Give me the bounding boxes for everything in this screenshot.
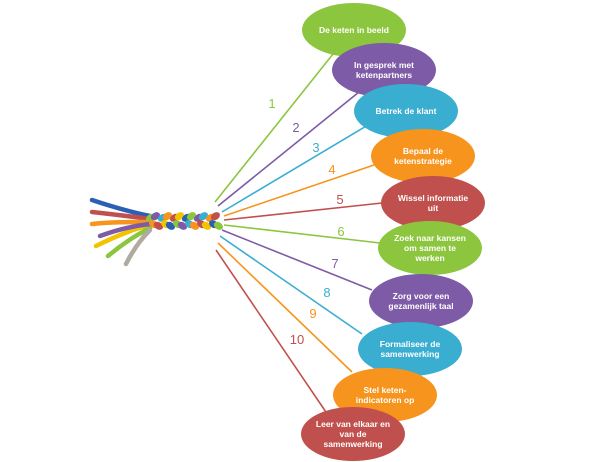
bubble-shape [378, 221, 482, 275]
connector-line-9 [217, 242, 353, 373]
step-label-line: Formaliseer de [380, 339, 441, 349]
connector-line-4 [223, 164, 375, 217]
step-number-1: 1 [268, 96, 275, 111]
rope-braid [198, 212, 209, 221]
bubble-shape [369, 274, 473, 328]
step-label-line: Zorg voor een [393, 291, 450, 301]
rope-strand [89, 209, 153, 222]
bubble-shape [371, 129, 475, 183]
bubble-shape [332, 43, 436, 97]
bubble-shape [381, 176, 485, 230]
rope-braid [150, 212, 161, 221]
step-number-6: 6 [337, 224, 344, 239]
rope-strand [123, 227, 153, 267]
step-label-line: De keten in beeld [319, 25, 389, 35]
step-label-line: uit [428, 203, 439, 213]
rope-braid [174, 212, 185, 221]
braided-rope-icon [89, 197, 224, 267]
connector-line-8 [219, 235, 363, 335]
connector-line-2 [217, 91, 360, 207]
step-number-9: 9 [309, 306, 316, 321]
rope-strand [105, 225, 153, 259]
connector-line-5 [223, 202, 383, 221]
connector-line-6 [223, 224, 381, 244]
connector-line-7 [221, 229, 373, 291]
rope-braid [186, 212, 197, 221]
step-label-line: van de [340, 429, 367, 439]
step-number-10: 10 [290, 332, 304, 347]
step-label-line: Betrek de klant [376, 106, 437, 116]
step-label-line: samenwerking [380, 349, 439, 359]
step-label-line: indicatoren op [356, 395, 415, 405]
step-number-7: 7 [331, 256, 338, 271]
step-number-3: 3 [312, 140, 319, 155]
step-number-5: 5 [336, 192, 343, 207]
rope-braid [189, 221, 200, 230]
step-label-line: Bepaal de [403, 146, 443, 156]
step-label-line: werken [414, 253, 444, 263]
step-label-line: In gesprek met [354, 60, 414, 70]
connector-line-1 [214, 53, 334, 203]
connector-line-10 [215, 249, 331, 419]
step-label-line: ketenpartners [356, 70, 412, 80]
rope-braid [165, 221, 176, 230]
step-number-2: 2 [292, 120, 299, 135]
bubble-shape [358, 322, 462, 376]
step-number-8: 8 [323, 285, 330, 300]
step-label-line: om samen te [404, 243, 456, 253]
step-label-line: samenwerking [323, 439, 382, 449]
bubble-shape [354, 84, 458, 138]
bubble-shape [301, 407, 405, 461]
step-bubble-3[interactable]: Betrek de klant [354, 84, 458, 138]
step-number-4: 4 [328, 162, 335, 177]
rope-strand [89, 219, 153, 227]
step-label-line: Zoek naar kansen [394, 233, 466, 243]
step-label-line: Stel keten- [364, 385, 407, 395]
step-label-line: gezamenlijk taal [388, 301, 453, 311]
rope-strand [97, 221, 153, 239]
rope-strand [89, 197, 153, 219]
step-bubbles: De keten in beeld In gesprek metketenpart… [301, 3, 485, 461]
connector-line-3 [221, 124, 369, 213]
connector-lines [214, 53, 383, 419]
rope-braid [213, 221, 224, 230]
rope-braid [177, 221, 188, 230]
rope-braid [201, 221, 212, 230]
rope-braid [153, 221, 164, 230]
rope-braid [162, 212, 173, 221]
rope-braid [210, 212, 221, 221]
step-label-line: Leer van elkaar en [316, 419, 390, 429]
step-label-line: ketenstrategie [394, 156, 452, 166]
step-label-line: Wissel informatie [398, 193, 469, 203]
